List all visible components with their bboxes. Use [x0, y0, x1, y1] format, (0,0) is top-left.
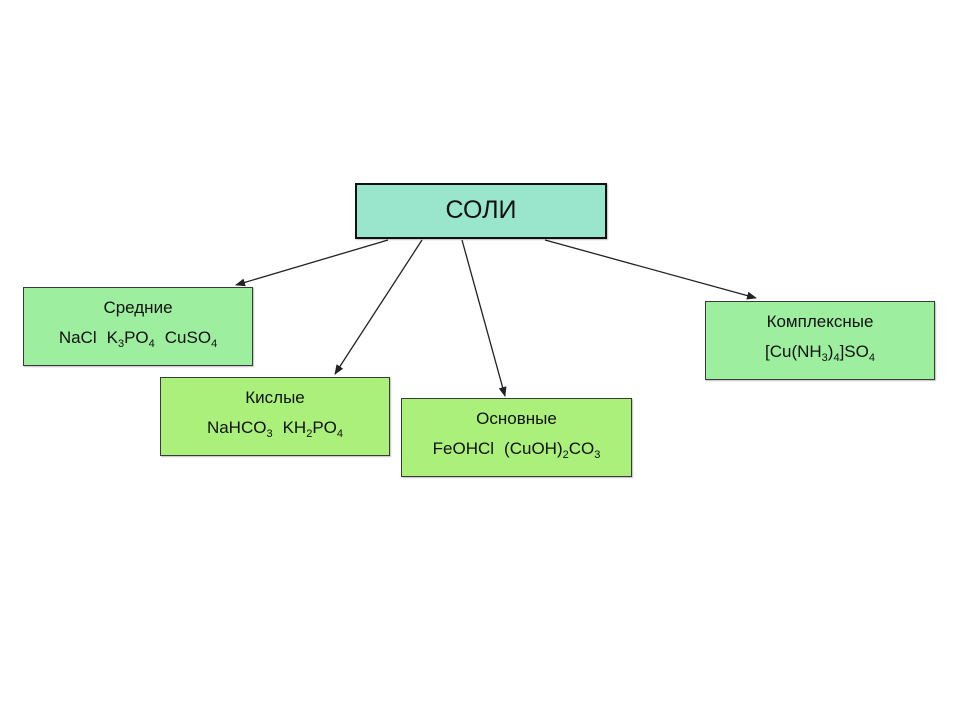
arrow-to-kompleksnye	[544, 239, 757, 300]
formula-text: KH	[282, 418, 307, 437]
formula-list: NaHCO3 KH2PO4	[161, 418, 389, 440]
formula: CuSO4	[164, 328, 218, 350]
node-title: Основные	[476, 409, 557, 428]
formula-text: PO	[312, 418, 337, 437]
formula-list: FeOHCl (CuOH)2CO3	[402, 439, 631, 461]
formula-subscript: 3	[821, 352, 828, 364]
formula-subscript: 4	[833, 352, 840, 364]
node-title: Кислые	[245, 388, 305, 407]
node-title: Средние	[103, 298, 173, 317]
formula-text: K	[106, 328, 118, 347]
formula: NaCl	[59, 328, 97, 347]
formula-subscript: 2	[306, 428, 313, 440]
formula-text: ]SO	[839, 342, 869, 361]
formula-subscript: 2	[562, 449, 569, 461]
formula: NaHCO3	[206, 418, 273, 440]
formula: K3PO4	[106, 328, 155, 350]
formula-text: NaCl	[58, 328, 97, 347]
formula-subscript: 4	[148, 338, 155, 350]
formula-list: [Cu(NH3)4]SO4	[706, 342, 934, 364]
formula-subscript: 3	[266, 428, 273, 440]
formula: [Cu(NH3)4]SO4	[764, 342, 875, 364]
formula: KH2PO4	[282, 418, 344, 440]
node-kompleksnye: Комплексные[Cu(NH3)4]SO4	[705, 301, 935, 380]
formula-subscript: 4	[868, 352, 875, 364]
root-label: СОЛИ	[445, 196, 517, 224]
formula: (CuOH)2CO3	[504, 439, 601, 461]
root-node-soli: СОЛИ	[355, 183, 607, 239]
formula-text: PO	[124, 328, 149, 347]
formula-text: CO	[568, 439, 595, 458]
formula-text: [Cu(NH	[764, 342, 822, 361]
formula-text: )	[827, 342, 834, 361]
formula-subscript: 4	[336, 428, 344, 440]
node-title: Комплексные	[766, 312, 874, 331]
arrow-to-kislye	[334, 239, 423, 375]
formula: FeOHCl	[433, 439, 494, 458]
formula-text: (CuOH)	[504, 439, 563, 458]
arrow-to-srednie	[235, 239, 389, 287]
formula-text: FeOHCl	[432, 439, 495, 458]
formula-subscript: 3	[594, 449, 601, 461]
formula-subscript: 4	[211, 338, 218, 350]
formula-text: NaHCO	[206, 418, 267, 437]
arrow-to-osnovnye	[461, 239, 507, 397]
formula-text: CuSO	[164, 328, 212, 347]
formula-subscript: 3	[117, 338, 125, 350]
